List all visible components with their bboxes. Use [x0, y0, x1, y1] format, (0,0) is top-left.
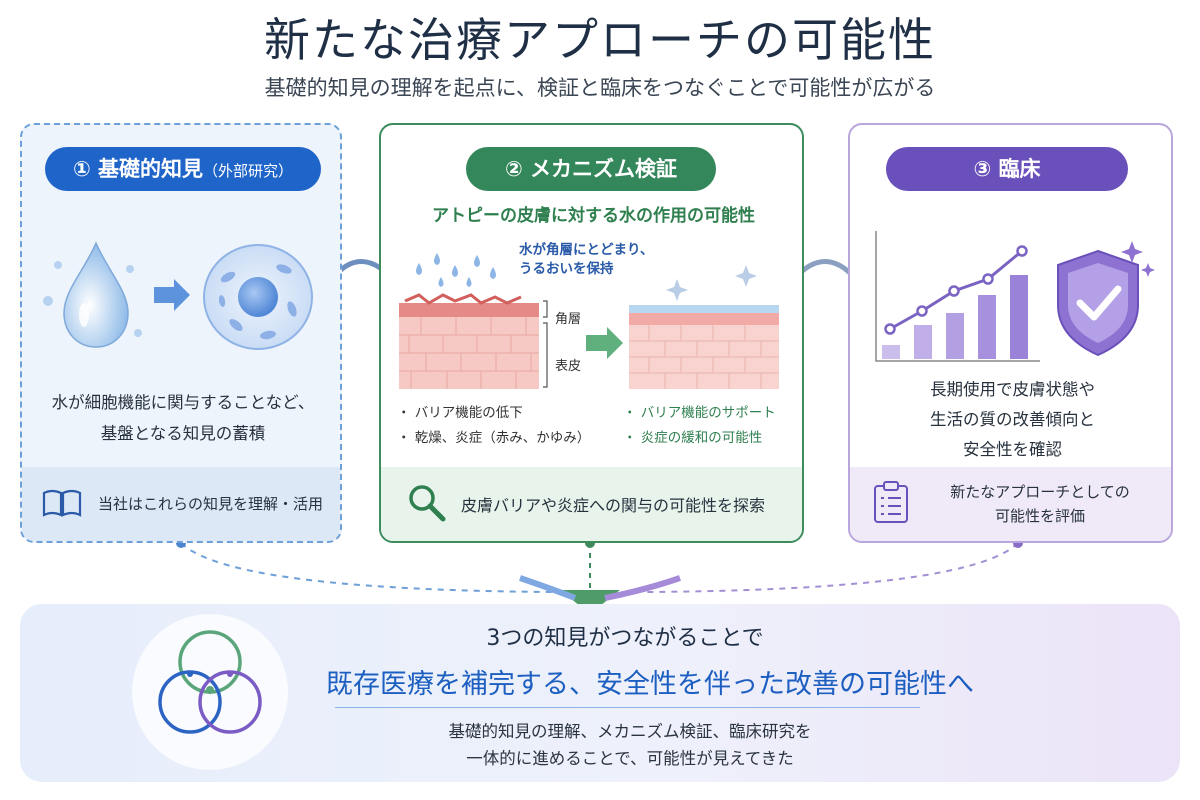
- clinical-footer-line1: 新たなアプローチとしての: [950, 483, 1130, 501]
- panel-clinical: ③ 臨床 長期使用で皮膚状態や 生活の質の改善傾向と: [848, 123, 1173, 543]
- badge-basic-knowledge-sub: （外部研究）: [203, 162, 294, 180]
- arrow-right-icon: [154, 279, 190, 311]
- impaired-skin-bullets: ・ バリア機能の低下 ・ 乾燥、炎症（赤み、かゆみ）: [397, 401, 590, 451]
- clipboard-icon: [874, 481, 908, 523]
- panel-basic-knowledge: ① 基礎的知見（外部研究）: [20, 123, 342, 543]
- badge-mechanism: ② メカニズム検証: [466, 147, 716, 191]
- clinical-footer-text: 新たなアプローチとしての 可能性を評価: [930, 480, 1150, 528]
- left-bullet: ・ 乾燥、炎症（赤み、かゆみ）: [397, 430, 591, 446]
- three-rings-icon: [132, 614, 288, 770]
- page-subtitle: 基礎的知見の理解を起点に、検証と臨床をつなぐことで可能性が広がる: [264, 76, 936, 100]
- water-drop-icon: [43, 241, 142, 348]
- basic-desc-line2: 基盤となる知見の蓄積: [100, 424, 266, 443]
- summary-panel: 3つの知見がつながることで 既存医療を補完する、安全性を伴った改善の可能性へ 基…: [20, 604, 1180, 782]
- badge-basic-knowledge-label: ① 基礎的知見: [72, 157, 204, 181]
- skin-cross-section-illustration: [399, 253, 779, 389]
- sparkle-icon: [1121, 241, 1155, 277]
- basic-desc-line1: 水が細胞機能に関与することなど、: [51, 393, 315, 412]
- note-line1: 水が角層にとどまり、: [519, 242, 654, 258]
- damaged-skin-layer: [399, 293, 539, 389]
- right-bullet: ・ 炎症の緩和の可能性: [623, 430, 763, 446]
- clinical-desc-line2: 生活の質の改善傾向と: [930, 410, 1095, 429]
- clinical-footer-line2: 可能性を評価: [994, 507, 1085, 525]
- water-retention-note: 水が角層にとどまり、 うるおいを保持: [519, 241, 653, 279]
- clinical-desc-line1: 長期使用で皮膚状態や: [930, 380, 1095, 399]
- basic-knowledge-description: 水が細胞機能に関与することなど、 基盤となる知見の蓄積: [22, 387, 340, 449]
- summary-body-line2: 一体的に進めることで、可能性が見えてきた: [466, 749, 794, 768]
- panel-mechanism: ② メカニズム検証 アトピーの皮膚に対する水の作用の可能性 水が角層にとどまり、…: [379, 123, 804, 543]
- water-droplets-icon: [416, 253, 496, 287]
- healthy-skin-layer: [629, 305, 779, 389]
- clinical-footer: 新たなアプローチとしての 可能性を評価: [850, 467, 1171, 541]
- layer-brackets: [543, 300, 548, 388]
- badge-basic-knowledge: ① 基礎的知見（外部研究）: [45, 147, 321, 191]
- clinical-desc-line3: 安全性を確認: [963, 440, 1062, 459]
- summary-divider: [335, 707, 920, 708]
- book-icon: [42, 489, 82, 517]
- basic-knowledge-footer: 当社はこれらの知見を理解・活用: [22, 467, 340, 541]
- label-stratum-corneum: 角層: [555, 312, 582, 327]
- label-epidermis: 表皮: [555, 359, 582, 374]
- page-title: 新たな治療アプローチの可能性: [264, 13, 936, 67]
- basic-footer-text: 当社はこれらの知見を理解・活用: [98, 495, 324, 513]
- mechanism-footer-text: 皮膚バリアや炎症への関与の可能性を探索: [461, 496, 766, 515]
- shield-check-icon: [1057, 249, 1139, 357]
- summary-headline: 既存医療を補完する、安全性を伴った改善の可能性へ: [326, 669, 974, 700]
- cell-icon: [203, 244, 313, 350]
- summary-lead: 3つの知見がつながることで: [486, 626, 764, 651]
- arrow-right-icon: [586, 327, 623, 359]
- magnifier-icon: [409, 485, 446, 522]
- right-bullet: ・ バリア機能のサポート: [623, 405, 776, 421]
- note-line2: うるおいを保持: [519, 261, 614, 277]
- sparkle-icon: [666, 265, 757, 301]
- bar-chart-icon: [875, 231, 1040, 362]
- improvement-chart-illustration: [875, 231, 1155, 362]
- badge-clinical: ③ 臨床: [886, 147, 1128, 191]
- mechanism-heading: アトピーの皮膚に対する水の作用の可能性: [432, 206, 755, 226]
- summary-body-line1: 基礎的知見の理解、メカニズム検証、臨床研究を: [448, 722, 812, 741]
- mechanism-footer: 皮膚バリアや炎症への関与の可能性を探索: [381, 467, 802, 541]
- water-to-cell-illustration: [43, 241, 313, 350]
- improved-skin-bullets: ・ バリア機能のサポート ・ 炎症の緩和の可能性: [623, 401, 776, 451]
- summary-body: 基礎的知見の理解、メカニズム検証、臨床研究を 一体的に進めることで、可能性が見え…: [340, 718, 920, 772]
- clinical-description: 長期使用で皮膚状態や 生活の質の改善傾向と 安全性を確認: [850, 375, 1171, 465]
- left-bullet: ・ バリア機能の低下: [397, 405, 523, 421]
